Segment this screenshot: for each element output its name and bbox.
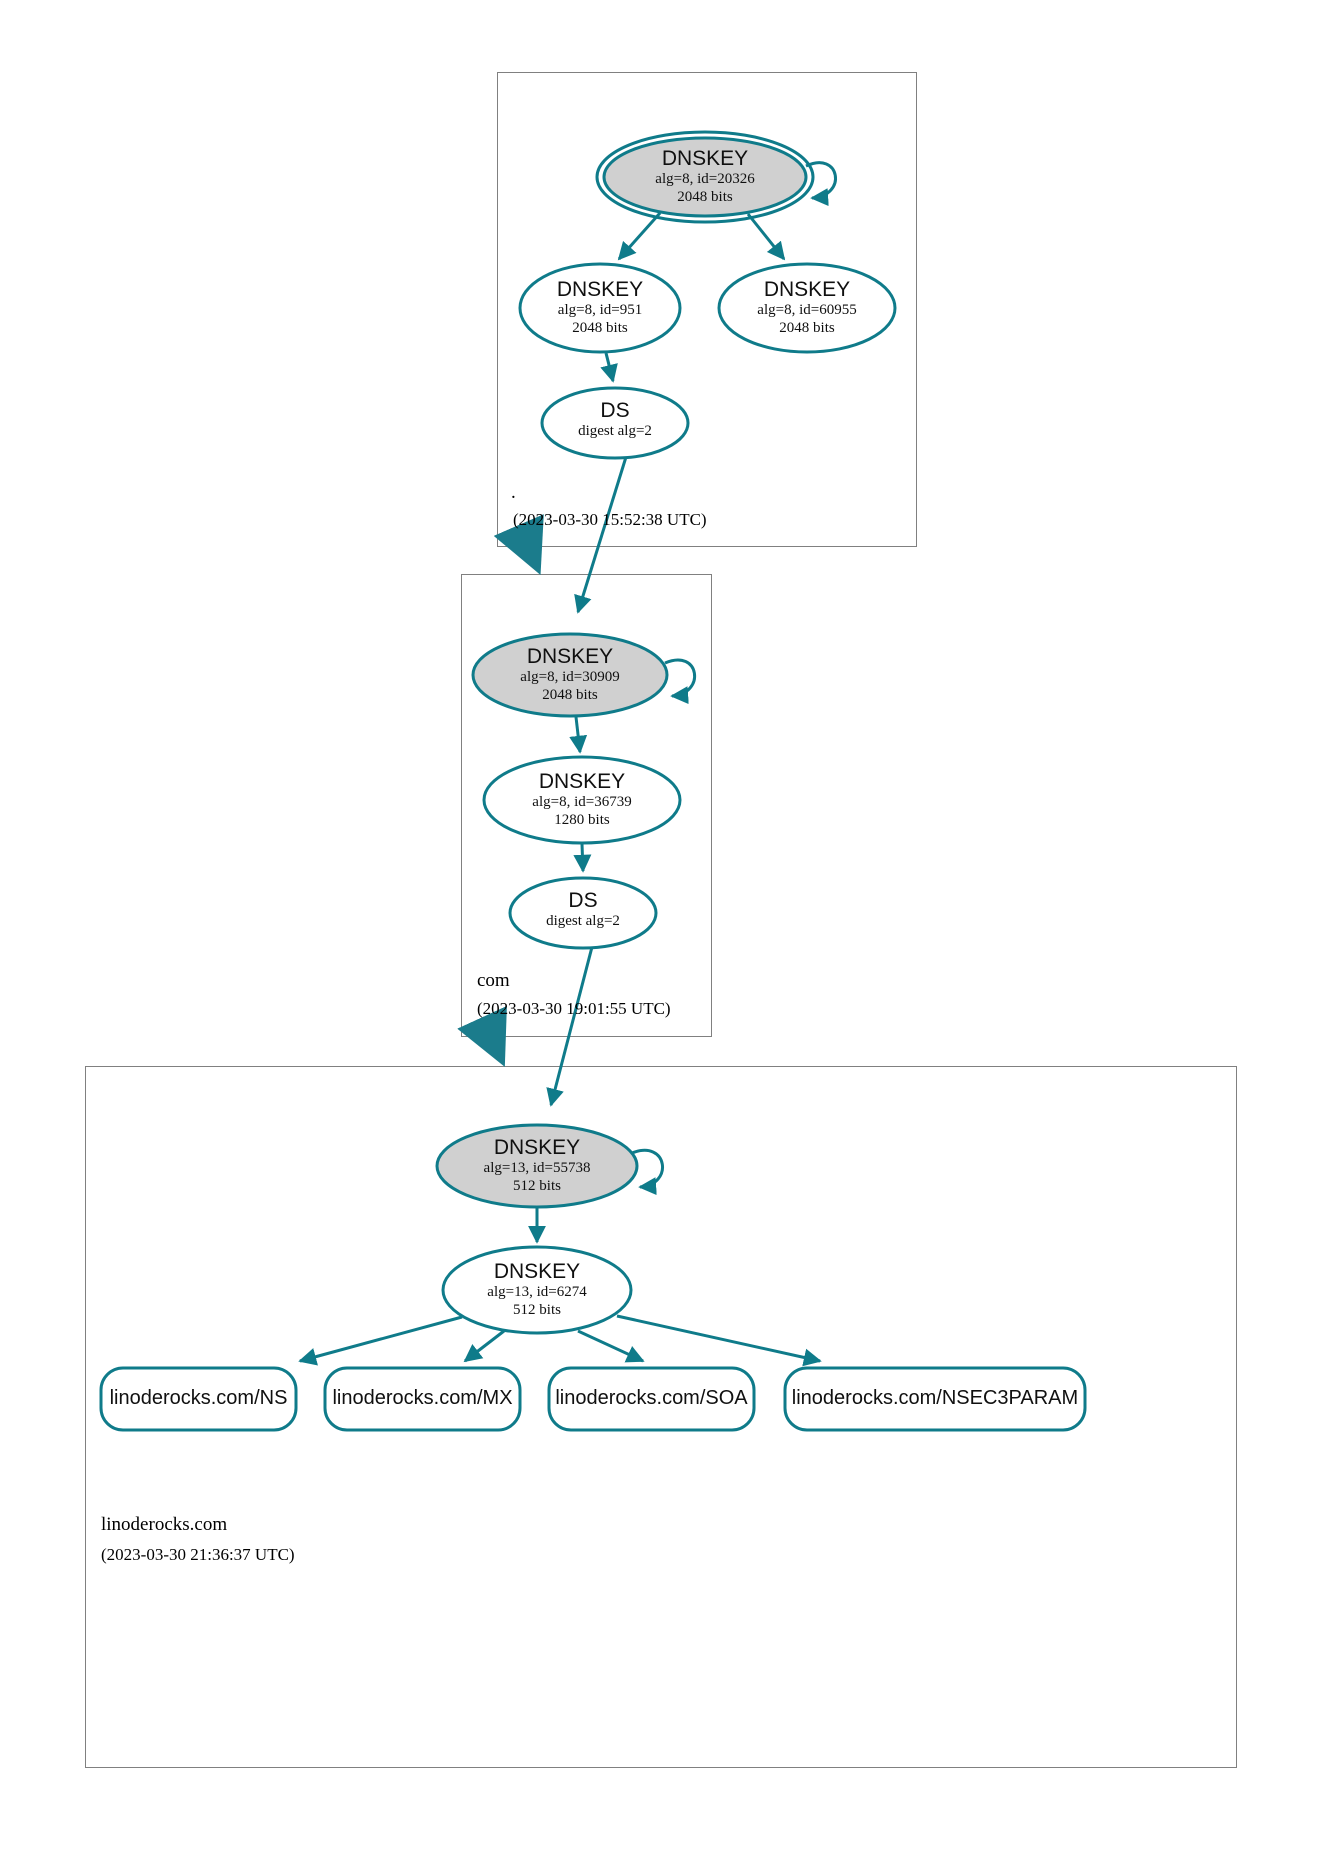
rrset-box-mx[interactable] <box>323 1366 522 1432</box>
zone-label-com: com <box>477 970 510 991</box>
node-lr-zsk-6274[interactable] <box>441 1245 633 1335</box>
node-com-zsk-36739[interactable] <box>482 755 682 845</box>
rrset-box-nsec3param[interactable] <box>783 1366 1087 1432</box>
node-root-zsk-60955[interactable] <box>717 262 897 354</box>
zone-timestamp-com: (2023-03-30 19:01:55 UTC) <box>477 999 671 1018</box>
edge-root-zsk951-to-ds <box>600 352 618 383</box>
node-root-ksk-20326[interactable] <box>602 136 808 218</box>
zone-timestamp-root: (2023-03-30 15:52:38 UTC) <box>513 510 707 529</box>
rrset-box-ns[interactable] <box>99 1366 298 1432</box>
zone-label-root: . <box>511 482 516 503</box>
rrset-label-ns: linoderocks.com/NS <box>109 1387 288 1409</box>
zone-box-linoderocks <box>85 1066 1237 1768</box>
zone-transition-root-to-com <box>493 514 544 576</box>
edge-self-sign-lr-ksk <box>631 1149 664 1196</box>
rrset-label-mx: linoderocks.com/MX <box>332 1387 513 1409</box>
node-root-ds-com[interactable] <box>540 386 690 460</box>
node-com-ds-linoderocks[interactable] <box>508 876 658 950</box>
edge-lr-zsk-to-nsec3param <box>616 1314 822 1367</box>
edge-lr-zsk-to-soa <box>577 1329 645 1363</box>
edge-root-ds-to-com-ksk <box>574 456 628 614</box>
edge-root-ksk-to-zsk951 <box>617 212 662 261</box>
edge-com-ksk-to-zsk <box>569 716 588 754</box>
edge-lr-zsk-to-ns <box>298 1315 463 1366</box>
zone-box-root <box>497 72 917 547</box>
zone-box-com <box>461 574 712 1037</box>
node-lr-ksk-55738[interactable] <box>435 1123 639 1209</box>
node-com-ksk-30909[interactable] <box>471 632 669 718</box>
edge-root-ksk-to-zsk60955 <box>746 213 786 261</box>
rrset-box-soa[interactable] <box>547 1366 756 1432</box>
edge-self-sign-root-ksk <box>805 161 837 207</box>
zone-label-linoderocks: linoderocks.com <box>101 1514 228 1535</box>
rrset-label-nsec3param: linoderocks.com/NSEC3PARAM <box>791 1387 1079 1409</box>
zone-transition-com-to-linoderocks <box>457 1005 507 1067</box>
edge-com-ds-to-lr-ksk <box>546 946 594 1107</box>
node-root-ksk-20326-anchor-ring <box>595 130 815 224</box>
zone-timestamp-linoderocks: (2023-03-30 21:36:37 UTC) <box>101 1545 295 1564</box>
edge-com-zsk-to-ds <box>573 843 592 873</box>
rrset-label-soa: linoderocks.com/SOA <box>555 1387 748 1409</box>
edge-lr-zsk-to-mx <box>463 1329 505 1363</box>
edge-self-sign-com-ksk <box>664 658 697 705</box>
node-root-zsk-951[interactable] <box>518 262 682 354</box>
